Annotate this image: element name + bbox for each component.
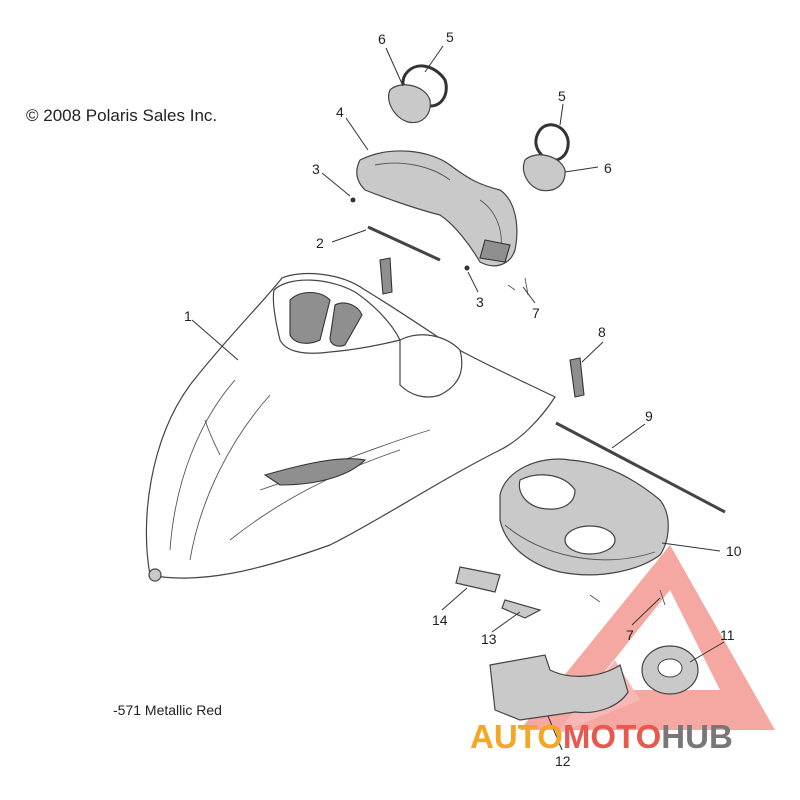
decal-part xyxy=(501,599,542,619)
callout-12: 12 xyxy=(555,753,571,769)
watermark-auto: AUTO xyxy=(470,718,563,755)
paint-color-note: -571 Metallic Red xyxy=(113,702,222,718)
callout-4: 4 xyxy=(336,104,344,120)
strap-part xyxy=(379,257,393,295)
callout-9: 9 xyxy=(645,408,653,424)
callout-8: 8 xyxy=(598,324,606,340)
leader-lines xyxy=(191,45,725,751)
callout-6: 6 xyxy=(378,31,386,47)
callout-11: 11 xyxy=(720,627,735,643)
screw-part xyxy=(464,265,470,271)
callout-14: 14 xyxy=(432,612,448,628)
callout-3: 3 xyxy=(312,161,320,177)
strap-part xyxy=(569,357,585,398)
lens-part xyxy=(388,84,431,124)
copyright-notice: © 2008 Polaris Sales Inc. xyxy=(26,106,218,125)
screw-part xyxy=(350,197,356,203)
storage-bin-part xyxy=(499,458,669,576)
watermark-text: AUTOMOTOHUB xyxy=(470,718,733,755)
callout-7: 7 xyxy=(532,305,540,321)
rod-part xyxy=(555,421,726,514)
callout-5b: 5 xyxy=(558,88,566,104)
hood-part xyxy=(145,272,556,582)
callout-3b: 3 xyxy=(476,294,484,310)
watermark-moto: MOTO xyxy=(563,718,661,755)
lens-part xyxy=(522,154,566,192)
clip-part xyxy=(589,589,666,606)
clip-part xyxy=(507,277,529,296)
decal-part xyxy=(455,566,501,593)
console-part xyxy=(356,150,518,267)
bezel-part xyxy=(534,123,570,162)
callout-10: 10 xyxy=(726,543,742,559)
callout-labels: 1 2 3 3 4 5 5 6 6 7 7 8 9 10 11 12 13 14 xyxy=(184,29,742,769)
panel-part xyxy=(489,654,629,721)
watermark-hub: HUB xyxy=(661,718,733,755)
callout-6b: 6 xyxy=(604,160,612,176)
callout-7b: 7 xyxy=(626,627,634,643)
callout-5: 5 xyxy=(446,29,454,45)
gasket-ring-part xyxy=(641,645,699,695)
callout-13: 13 xyxy=(481,631,497,647)
rod-part xyxy=(367,225,441,262)
callout-1: 1 xyxy=(184,308,192,324)
callout-2: 2 xyxy=(316,235,324,251)
